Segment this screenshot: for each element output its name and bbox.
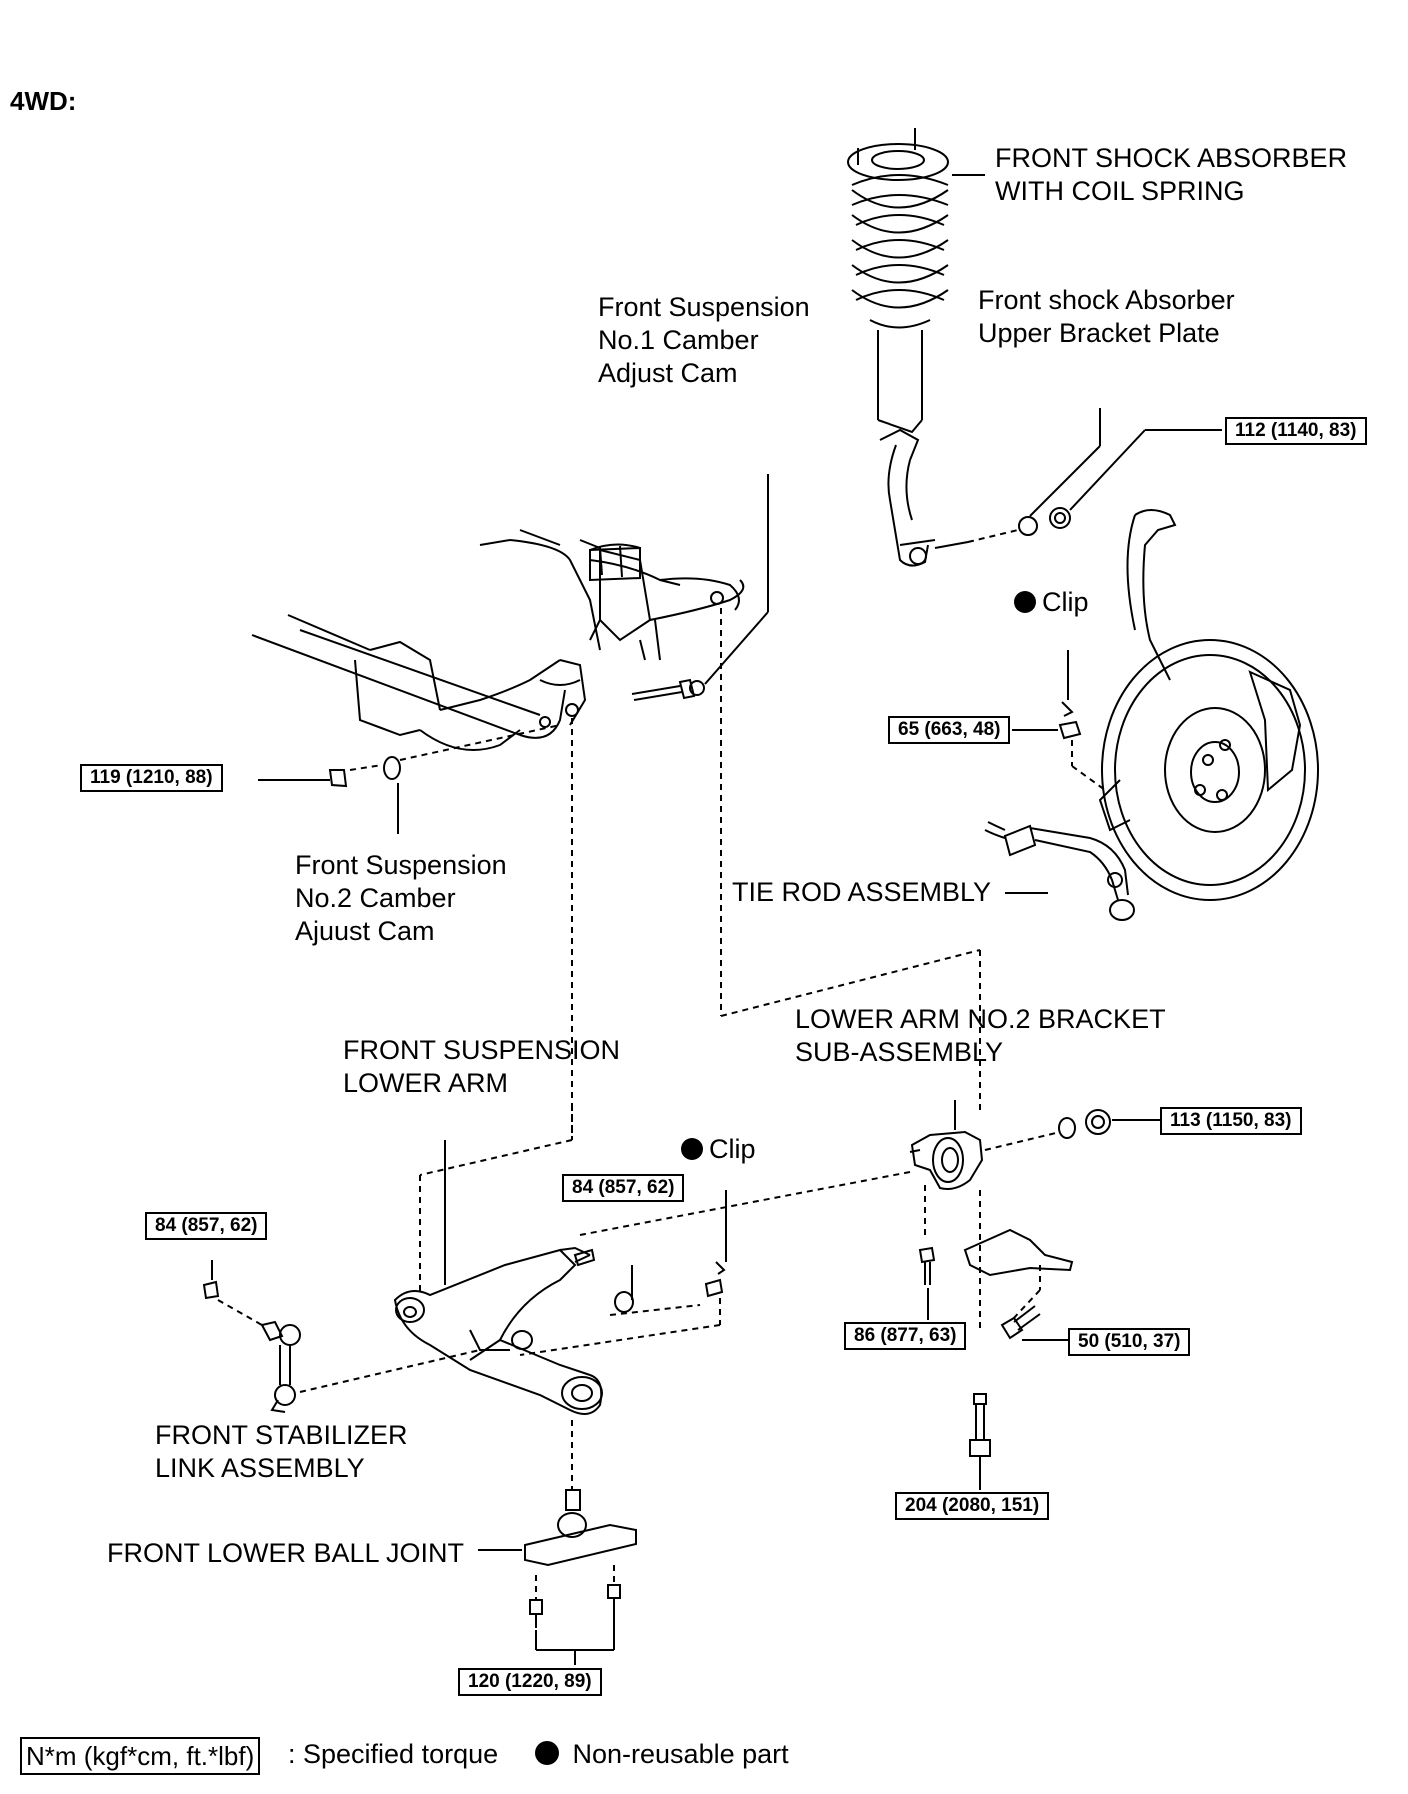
torque-112: 112 (1140, 83) — [1225, 417, 1367, 445]
legend-torque-unit: N*m (kgf*cm, ft.*lbf) — [20, 1737, 261, 1775]
label-clip-upper: Clip — [1014, 586, 1089, 619]
torque-86: 86 (877, 63) — [844, 1322, 967, 1350]
label-front-suspension-lower-arm: FRONT SUSPENSION LOWER ARM — [343, 1035, 621, 1098]
torque-120: 120 (1220, 89) — [458, 1668, 602, 1696]
label-lower-arm-bracket: LOWER ARM NO.2 BRACKET SUB-ASSEMBLY — [795, 1004, 1166, 1067]
nonreusable-dot-icon — [681, 1138, 703, 1160]
legend-torque-desc: : Specified torque — [288, 1739, 499, 1769]
nonreusable-dot-icon — [1014, 591, 1036, 613]
label-camber-cam-1: Front Suspension No.1 Camber Adjust Cam — [598, 292, 810, 388]
label-camber-cam-2: Front Suspension No.2 Camber Ajuust Cam — [295, 850, 507, 946]
label-front-stabilizer-link: FRONT STABILIZER LINK ASSEMBLY — [155, 1420, 408, 1483]
label-clip-lower: Clip — [681, 1133, 756, 1166]
nonreusable-dot-icon — [535, 1741, 559, 1765]
label-front-shock-absorber: FRONT SHOCK ABSORBER WITH COIL SPRING — [995, 143, 1348, 206]
torque-84-link: 84 (857, 62) — [145, 1212, 268, 1240]
shock-absorber-drawing — [847, 128, 969, 567]
torque-119: 119 (1210, 88) — [80, 764, 223, 792]
torque-65: 65 (663, 48) — [888, 716, 1011, 744]
lower-arm-bracket-drawing — [909, 1100, 984, 1190]
torque-84-arm: 84 (857, 62) — [562, 1174, 685, 1202]
legend-nonreusable: Non-reusable part — [535, 1737, 789, 1771]
torque-50: 50 (510, 37) — [1068, 1328, 1191, 1356]
label-upper-bracket-plate: Front shock Absorber Upper Bracket Plate — [978, 285, 1235, 348]
clip-upper-text: Clip — [1042, 587, 1089, 617]
lower-arm-drawing — [393, 1246, 603, 1415]
knuckle-rotor-drawing — [1098, 509, 1319, 901]
legend-nonreusable-text: Non-reusable part — [572, 1739, 789, 1769]
label-tie-rod-assembly: TIE ROD ASSEMBLY — [732, 877, 992, 907]
label-front-lower-ball-joint: FRONT LOWER BALL JOINT — [107, 1538, 465, 1568]
torque-113: 113 (1150, 83) — [1160, 1107, 1302, 1135]
clip-lower-text: Clip — [709, 1134, 756, 1164]
tie-rod-drawing — [984, 821, 1135, 921]
ball-joint-drawing — [524, 1420, 637, 1665]
bracket-washer-nut — [1018, 408, 1222, 536]
crossmember-drawing — [251, 529, 745, 751]
diagram-title: 4WD: — [10, 86, 77, 116]
stabilizer-link-drawing — [202, 1260, 301, 1413]
torque-204: 204 (2080, 151) — [895, 1492, 1050, 1520]
